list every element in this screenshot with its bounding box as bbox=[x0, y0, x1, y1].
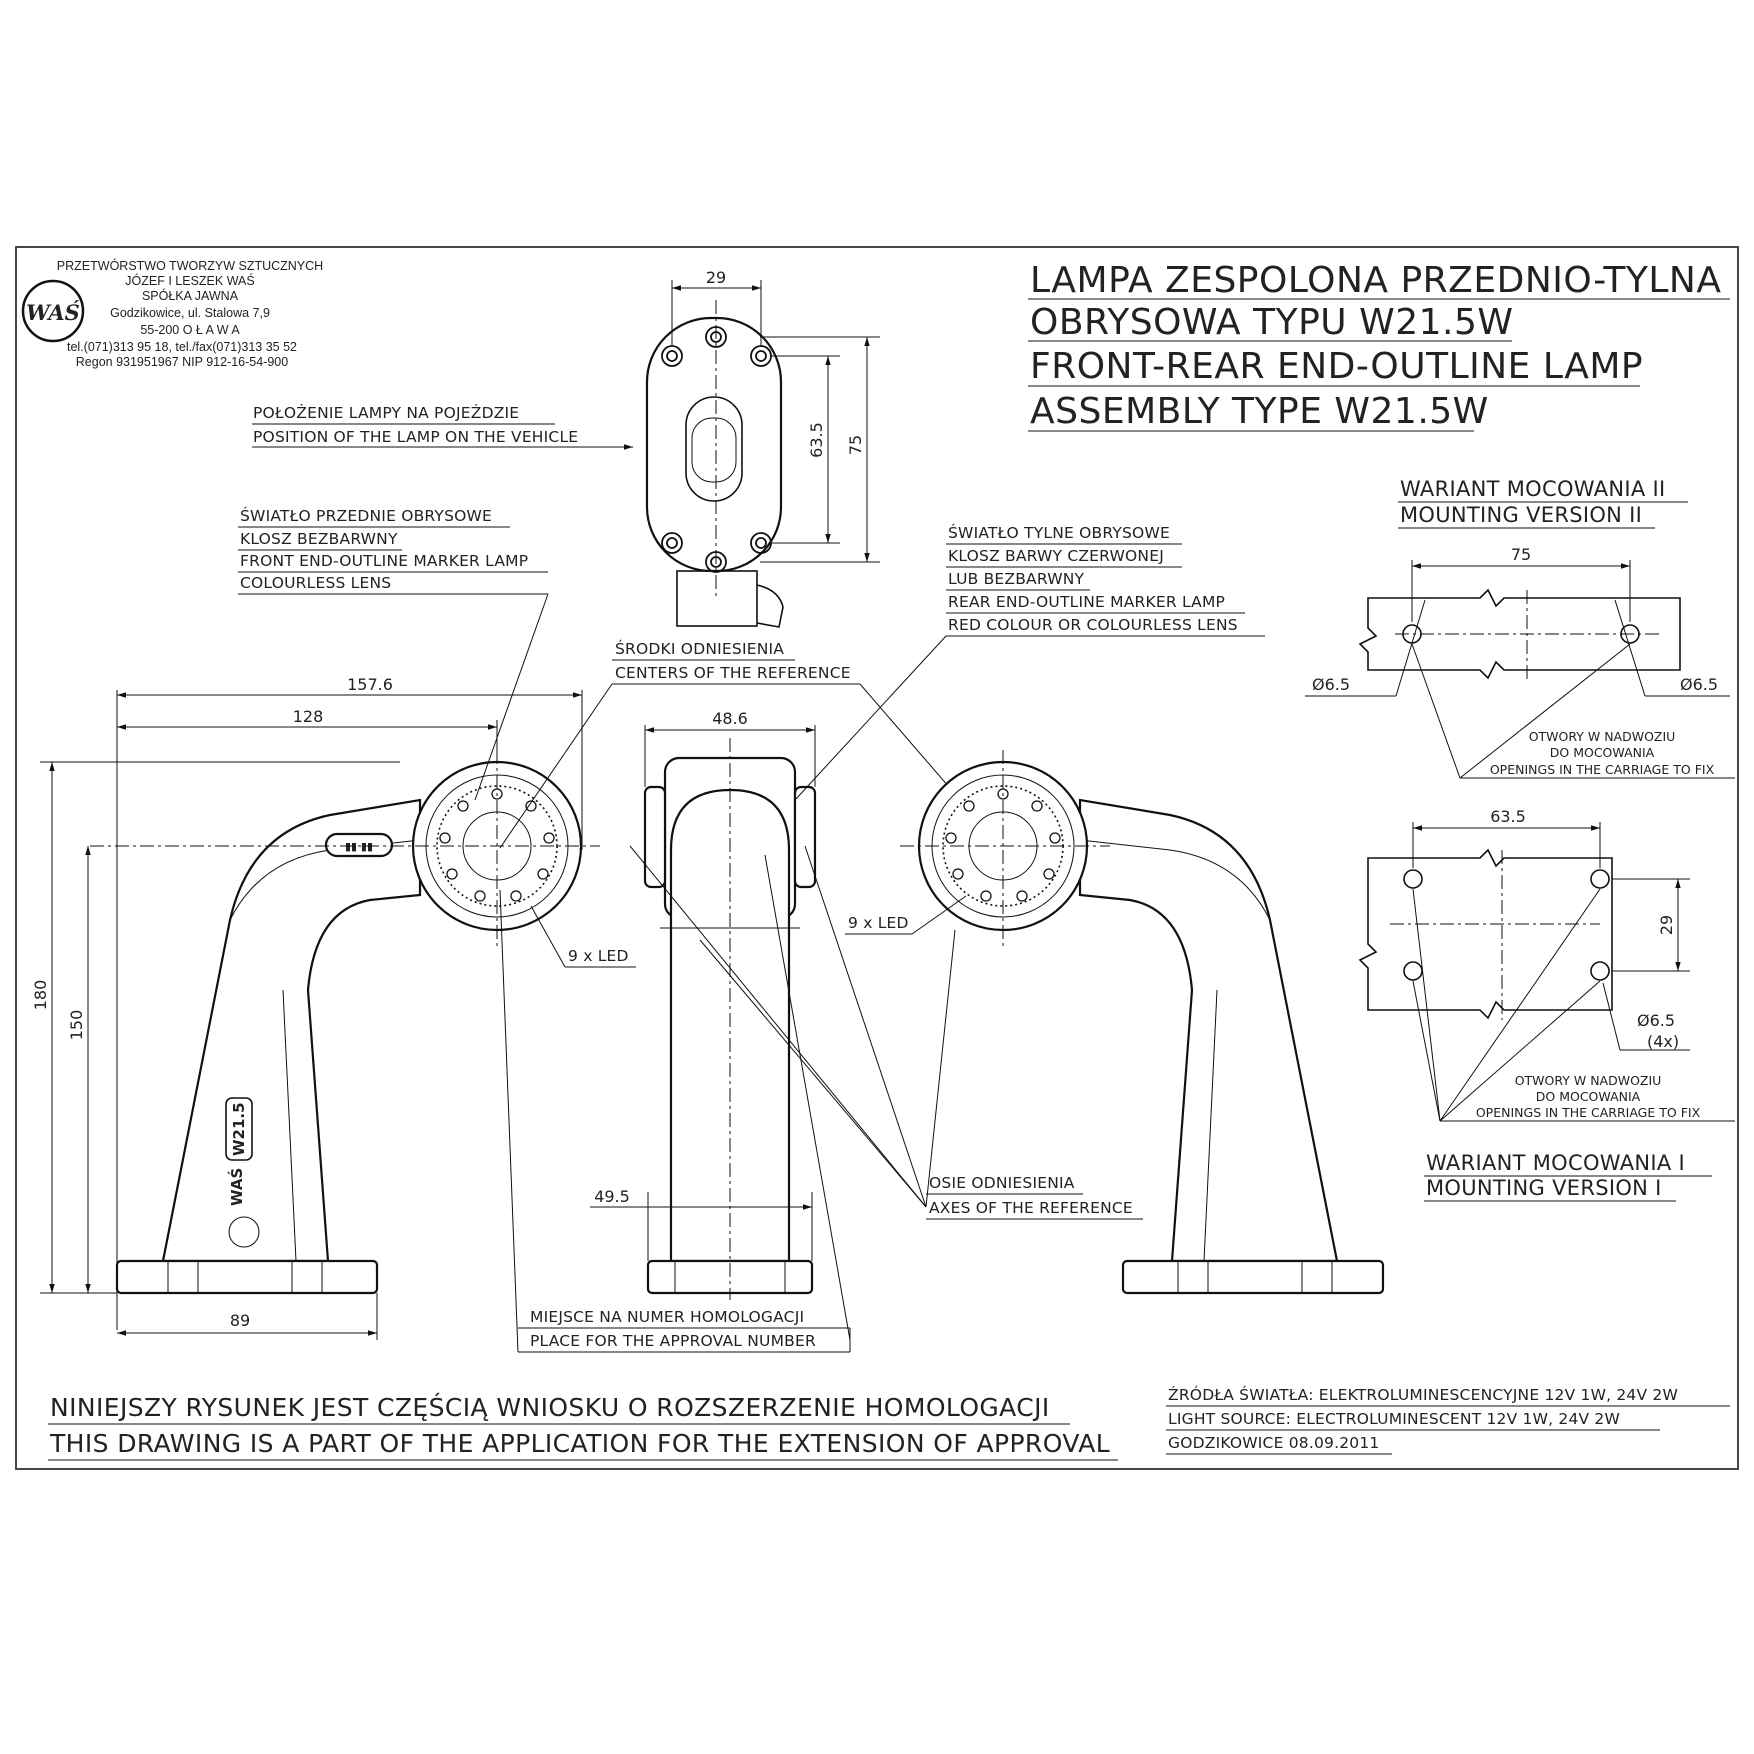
led-count-right: 9 x LED bbox=[848, 914, 909, 932]
body-mark-was: WAŚ bbox=[227, 1168, 246, 1206]
dim-overall-height: 180 bbox=[31, 980, 50, 1011]
company-line-2: JÓZEF I LESZEK WAŚ bbox=[125, 273, 254, 288]
drawing-frame bbox=[15, 246, 1739, 1470]
dim-top-inner-height: 63.5 bbox=[807, 422, 826, 458]
side-view-left: WAŚ W21.5 ▮▮ ▮▮ 157.6 128 180 150 89 bbox=[31, 675, 600, 1340]
company-line-3: SPÓŁKA JAWNA bbox=[142, 288, 239, 303]
side-view-right bbox=[900, 750, 1385, 1295]
ref-axes-label: OSIE ODNIESIENIA AXES OF THE REFERENCE bbox=[629, 845, 1143, 1220]
company-logo: WAŚ bbox=[21, 279, 85, 343]
footer-note-en: THIS DRAWING IS A PART OF THE APPLICATIO… bbox=[49, 1429, 1110, 1458]
body-marking: WAŚ W21.5 bbox=[225, 1097, 253, 1206]
front-lamp-line-3: FRONT END-OUTLINE MARKER LAMP bbox=[240, 552, 528, 570]
v1-title-pl: WARIANT MOCOWANIA I bbox=[1426, 1151, 1685, 1175]
dim-front-base: 49.5 bbox=[594, 1187, 630, 1206]
rear-lamp-line-2: KLOSZ BARWY CZERWONEJ bbox=[948, 547, 1164, 565]
vehicle-position-label: POŁOŻENIE LAMPY NA POJEŹDZIE POSITION OF… bbox=[252, 403, 633, 450]
company-line-6: tel.(071)313 95 18, tel./fax(071)313 35 … bbox=[67, 340, 297, 354]
footer: NINIEJSZY RYSUNEK JEST CZĘŚCIĄ WNIOSKU O… bbox=[48, 1385, 1730, 1461]
v2-dia-right: Ø6.5 bbox=[1680, 675, 1718, 694]
front-lamp-line-2: KLOSZ BEZBARWNY bbox=[240, 530, 398, 548]
v2-holes-pl-2: DO MOCOWANIA bbox=[1550, 745, 1655, 760]
approval-pl: MIEJSCE NA NUMER HOMOLOGACJI bbox=[530, 1308, 804, 1326]
v1-holes-en: OPENINGS IN THE CARRIAGE TO FIX bbox=[1476, 1105, 1701, 1120]
dim-center-height: 150 bbox=[67, 1010, 86, 1041]
body-mark-type: W21.5 bbox=[230, 1102, 248, 1156]
mounting-version-2: WARIANT MOCOWANIA II MOUNTING VERSION II… bbox=[1305, 477, 1735, 779]
title-line-4: ASSEMBLY TYPE W21.5W bbox=[1030, 391, 1489, 432]
v2-title-pl: WARIANT MOCOWANIA II bbox=[1400, 477, 1666, 501]
company-line-1: PRZETWÓRSTWO TWORZYW SZTUCZNYCH bbox=[57, 258, 323, 273]
approval-label: MIEJSCE NA NUMER HOMOLOGACJI PLACE FOR T… bbox=[499, 854, 851, 1353]
ref-centers-en: CENTERS OF THE REFERENCE bbox=[615, 664, 851, 682]
dim-base-width: 89 bbox=[230, 1311, 250, 1330]
rear-lamp-line-5: RED COLOUR OR COLOURLESS LENS bbox=[948, 616, 1238, 634]
v1-count: (4x) bbox=[1647, 1032, 1679, 1051]
mounting-version-1: 63.5 29 Ø6.5 (4x) OTWORY W NADWOZIU DO M… bbox=[1358, 807, 1735, 1202]
company-line-7: Regon 931951967 NIP 912-16-54-900 bbox=[76, 355, 288, 369]
ref-centers-pl: ŚRODKI ODNIESIENIA bbox=[615, 639, 784, 658]
light-source-en: LIGHT SOURCE: ELECTROLUMINESCENT 12V 1W,… bbox=[1168, 1410, 1620, 1428]
title-line-3: FRONT-REAR END-OUTLINE LAMP bbox=[1030, 346, 1643, 387]
vehicle-position-en: POSITION OF THE LAMP ON THE VEHICLE bbox=[253, 428, 578, 446]
v2-holes-pl-1: OTWORY W NADWOZIU bbox=[1529, 729, 1676, 744]
light-source-pl: ŹRÓDŁA ŚWIATŁA: ELEKTROLUMINESCENCYJNE 1… bbox=[1168, 1385, 1678, 1404]
title-block: LAMPA ZESPOLONA PRZEDNIO-TYLNA OBRYSOWA … bbox=[1028, 260, 1730, 432]
title-line-1: LAMPA ZESPOLONA PRZEDNIO-TYLNA bbox=[1030, 260, 1721, 301]
led-ring-right bbox=[945, 788, 1061, 902]
footer-note-pl: NINIEJSZY RYSUNEK JEST CZĘŚCIĄ WNIOSKU O… bbox=[50, 1392, 1050, 1422]
led-count-left: 9 x LED bbox=[568, 947, 629, 965]
v1-dim-width: 63.5 bbox=[1490, 807, 1526, 826]
dim-top-width: 29 bbox=[706, 268, 726, 287]
ref-axes-en: AXES OF THE REFERENCE bbox=[929, 1199, 1133, 1217]
v1-dim-height: 29 bbox=[1657, 915, 1676, 935]
top-view: 29 63.5 75 bbox=[645, 268, 880, 628]
v1-dia: Ø6.5 bbox=[1637, 1011, 1675, 1030]
rear-lamp-line-4: REAR END-OUTLINE MARKER LAMP bbox=[948, 593, 1225, 611]
rear-lamp-line-3: LUB BEZBARWNY bbox=[948, 570, 1085, 588]
company-line-4: Godzikowice, ul. Stalowa 7,9 bbox=[110, 306, 270, 320]
dim-overall-width: 157.6 bbox=[347, 675, 393, 694]
rear-lamp-line-1: ŚWIATŁO TYLNE OBRYSOWE bbox=[948, 523, 1170, 542]
v1-holes-pl-1: OTWORY W NADWOZIU bbox=[1515, 1073, 1662, 1088]
dim-center-width: 128 bbox=[293, 707, 324, 726]
vehicle-position-pl: POŁOŻENIE LAMPY NA POJEŹDZIE bbox=[253, 403, 519, 422]
v2-title-en: MOUNTING VERSION II bbox=[1400, 503, 1642, 527]
drawing-date: GODZIKOWICE 08.09.2011 bbox=[1168, 1434, 1379, 1452]
company-line-5: 55-200 O Ł A W A bbox=[140, 323, 240, 337]
front-lamp-label: ŚWIATŁO PRZEDNIE OBRYSOWE KLOSZ BEZBARWN… bbox=[238, 506, 549, 801]
title-line-2: OBRYSOWA TYPU W21.5W bbox=[1030, 302, 1513, 343]
front-view: 48.6 49.5 bbox=[590, 709, 817, 1300]
v2-holes-en: OPENINGS IN THE CARRIAGE TO FIX bbox=[1490, 762, 1715, 777]
front-lamp-line-1: ŚWIATŁO PRZEDNIE OBRYSOWE bbox=[240, 506, 492, 525]
approval-en: PLACE FOR THE APPROVAL NUMBER bbox=[530, 1332, 816, 1350]
company-logo-text: WAŚ bbox=[26, 300, 80, 325]
v1-title-en: MOUNTING VERSION I bbox=[1426, 1176, 1662, 1200]
v2-dim-width: 75 bbox=[1511, 545, 1531, 564]
dim-front-width: 48.6 bbox=[712, 709, 748, 728]
front-lamp-line-4: COLOURLESS LENS bbox=[240, 574, 391, 592]
company-block: WAŚ PRZETWÓRSTWO TWORZYW SZTUCZNYCH JÓZE… bbox=[21, 258, 323, 369]
v1-holes-pl-2: DO MOCOWANIA bbox=[1536, 1089, 1641, 1104]
dim-top-outer-height: 75 bbox=[846, 435, 865, 455]
led-ring-left bbox=[439, 788, 555, 902]
ref-axes-pl: OSIE ODNIESIENIA bbox=[929, 1174, 1075, 1192]
v2-dia-left: Ø6.5 bbox=[1312, 675, 1350, 694]
rear-lamp-label: ŚWIATŁO TYLNE OBRYSOWE KLOSZ BARWY CZERW… bbox=[794, 523, 1265, 801]
